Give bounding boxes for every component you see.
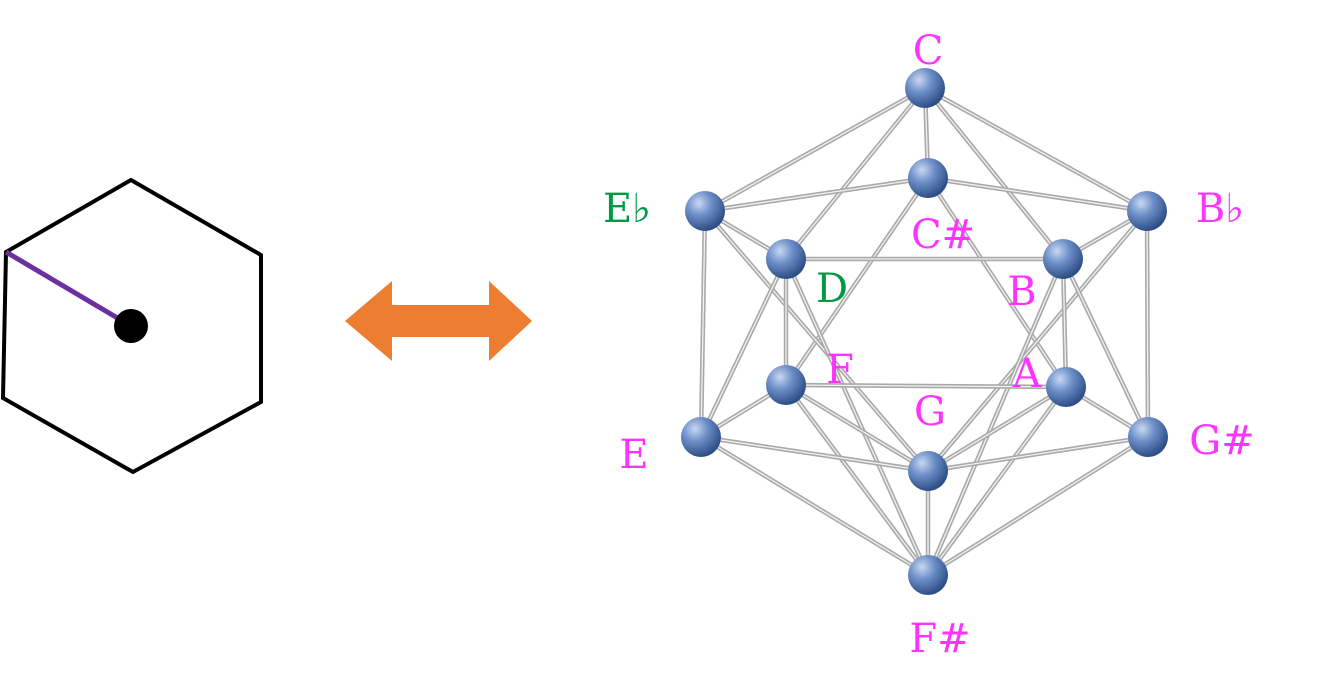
double-arrow-icon [345, 281, 532, 361]
edge-highlight [927, 436, 1149, 472]
note-label-cs: C# [911, 212, 975, 258]
edge-highlight [927, 436, 1149, 576]
edge-B-Fs [925, 258, 1066, 576]
edge-G-Gs [927, 434, 1149, 474]
edge-highlight [700, 258, 787, 438]
edge-E-Fs [699, 435, 930, 577]
vertex-sphere-b [1043, 239, 1083, 279]
edge-A-Fs [926, 385, 1068, 577]
edge-Eb-G [703, 209, 930, 473]
note-label-gs: G# [1189, 418, 1254, 464]
radius-line [4, 249, 133, 329]
edge-highlight [704, 210, 929, 472]
edge-F-A [785, 382, 1067, 390]
edge-B-A [1060, 258, 1069, 388]
edge-G-F [784, 383, 930, 473]
edge-highlight [704, 87, 926, 212]
edge-highlight [924, 87, 1064, 260]
vertex-sphere-gs [1128, 417, 1168, 457]
hexagon-figure [0, 177, 263, 475]
edge-highlight [1062, 258, 1067, 388]
icosahedron-edges [698, 86, 1151, 577]
edge-highlight [785, 258, 929, 576]
edge-E-G [700, 434, 929, 474]
edge-F-Fs [784, 383, 930, 577]
edge-Bb-Gs [1144, 210, 1151, 438]
vertex-sphere-cs [908, 158, 948, 198]
note-label-a: A [1012, 351, 1043, 397]
edge-highlight [924, 87, 1148, 212]
edge-Cs-A [926, 176, 1068, 389]
edge-Gs-Fs [926, 435, 1150, 577]
vertex-sphere-d [766, 239, 806, 279]
edge-highlight [785, 177, 929, 386]
vertex-sphere-a [1046, 367, 1086, 407]
center-dot [114, 309, 148, 343]
note-label-f: F [826, 347, 854, 393]
vertex-sphere-f [766, 365, 806, 405]
edge-highlight [927, 386, 1067, 576]
edge-C-Eb [703, 86, 927, 213]
edge-highlight [785, 384, 929, 472]
edge-highlight [785, 87, 926, 260]
vertex-sphere-fs [908, 555, 948, 595]
edge-highlight [785, 384, 929, 576]
note-label-e: E [619, 432, 648, 478]
note-labels: C C# E♭ B♭ D B F A E G G# F# [603, 28, 1255, 662]
edge-highlight [700, 436, 929, 472]
edge-C-D [784, 86, 927, 261]
vertex-sphere-eb [685, 191, 725, 231]
edge-Cs-Eb [704, 175, 929, 214]
edge-highlight [1146, 210, 1149, 438]
edge-Cs-F [784, 176, 930, 387]
edge-highlight [927, 386, 1067, 472]
edge-highlight [1062, 258, 1149, 438]
edge-Cs-Bb [927, 175, 1148, 214]
edge-highlight [927, 177, 1067, 388]
note-label-c: C [913, 28, 944, 74]
edge-G-A [926, 385, 1068, 473]
edge-highlight [700, 210, 706, 438]
edge-highlight [704, 177, 929, 212]
note-label-fs: F# [909, 616, 970, 662]
edge-highlight [700, 436, 929, 576]
vertex-sphere-bb [1127, 191, 1167, 231]
note-label-bb: B♭ [1196, 186, 1244, 232]
edge-highlight [785, 384, 1067, 388]
note-label-eb: E♭ [603, 186, 651, 232]
vertex-sphere-c [905, 68, 945, 108]
edge-Eb-E [698, 210, 708, 438]
edge-highlight [927, 210, 1148, 472]
edge-D-Fs [783, 258, 931, 576]
edge-D-E [698, 258, 789, 438]
edge-highlight [927, 258, 1064, 576]
edge-B-Gs [1060, 258, 1151, 438]
edge-C-B [923, 86, 1065, 261]
edge-highlight [927, 177, 1148, 212]
vertex-sphere-g [908, 451, 948, 491]
edge-Bb-G [926, 209, 1149, 473]
edge-C-Bb [923, 86, 1149, 213]
note-label-d: D [816, 266, 848, 312]
vertex-sphere-e [681, 417, 721, 457]
note-label-b: B [1007, 269, 1036, 315]
note-label-g: G [914, 389, 946, 435]
icosahedron-vertices [681, 68, 1168, 595]
